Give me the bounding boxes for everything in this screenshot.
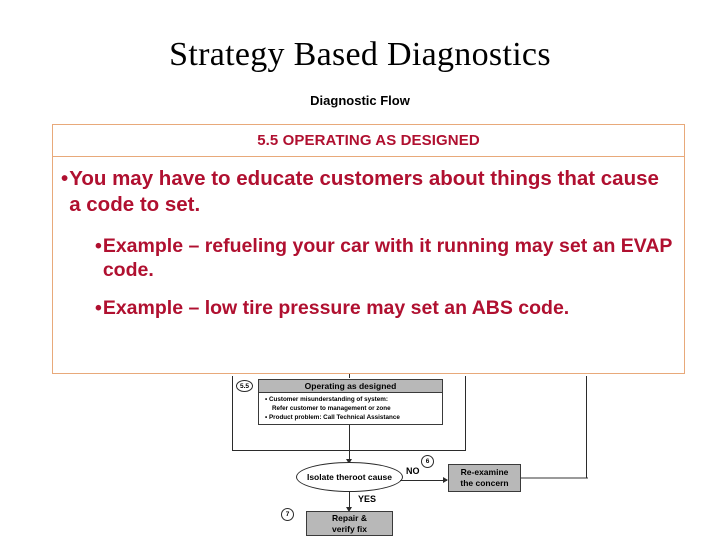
connector-yes-vertical (349, 492, 351, 509)
connector-return-vertical (465, 376, 467, 451)
isolate-line-2: root cause (349, 471, 393, 482)
page-title: Strategy Based Diagnostics (169, 36, 551, 73)
repair-line-1: Repair & (332, 512, 367, 523)
branch-label-yes: YES (358, 494, 377, 504)
node-operating-as-designed: Operating as designed (258, 379, 443, 393)
bullet-glyph: • (61, 167, 69, 190)
step-badge-5-5: 5.5 (236, 380, 253, 392)
isolate-line-1: Isolate the (306, 471, 350, 482)
connector-left-vertical (232, 376, 234, 451)
node-re-examine-the-concern: Re-examine the concern (448, 464, 521, 492)
panel-body: • You may have to educate customers abou… (53, 157, 684, 320)
connector-feedback-horizontal (521, 477, 588, 479)
bullet-item: • Example – low tire pressure may set an… (57, 296, 674, 321)
page-subtitle: Diagnostic Flow (310, 93, 410, 108)
connector-no-horizontal (400, 480, 447, 482)
arrowhead-to-repair (346, 507, 352, 512)
bullet-text: You may have to educate customers about … (69, 167, 659, 216)
node-operating-as-designed-details: • Customer misunderstanding of system: R… (258, 393, 443, 425)
bullet-item: • You may have to educate customers abou… (57, 166, 674, 218)
connector-left-horizontal (232, 450, 466, 452)
bullet-glyph: • (95, 234, 102, 257)
node-isolate-root-cause: Isolate the root cause (296, 462, 403, 492)
bullet-text: Example – refueling your car with it run… (102, 234, 673, 282)
connector-feedback-vertical (586, 376, 588, 478)
branch-label-no: NO (406, 466, 420, 476)
node-repair-verify-fix: Repair & verify fix (306, 511, 393, 536)
bullet-glyph: • (95, 296, 102, 319)
panel-header-title: 5.5 OPERATING AS DESIGNED (257, 132, 480, 149)
detail-line-3: • Product problem: Call Technical Assist… (265, 413, 400, 421)
content-panel: 5.5 OPERATING AS DESIGNED • You may have… (52, 124, 685, 374)
bullet-text: Example – low tire pressure may set an A… (102, 296, 570, 319)
repair-line-2: verify fix (332, 523, 367, 534)
bullet-item: • Example – refueling your car with it r… (57, 234, 674, 283)
step-badge-7: 7 (281, 508, 294, 521)
detail-line-1: • Customer misunderstanding of system: (265, 396, 388, 403)
panel-header: 5.5 OPERATING AS DESIGNED (53, 125, 684, 157)
step-badge-6: 6 (421, 455, 434, 468)
reexamine-line-2: the concern (460, 478, 509, 488)
reexamine-line-1: Re-examine (460, 467, 509, 478)
connector-designed-to-isolate (349, 425, 351, 461)
arrowhead-to-reexamine (443, 477, 448, 483)
detail-line-2: Refer customer to management or zone (272, 404, 391, 412)
